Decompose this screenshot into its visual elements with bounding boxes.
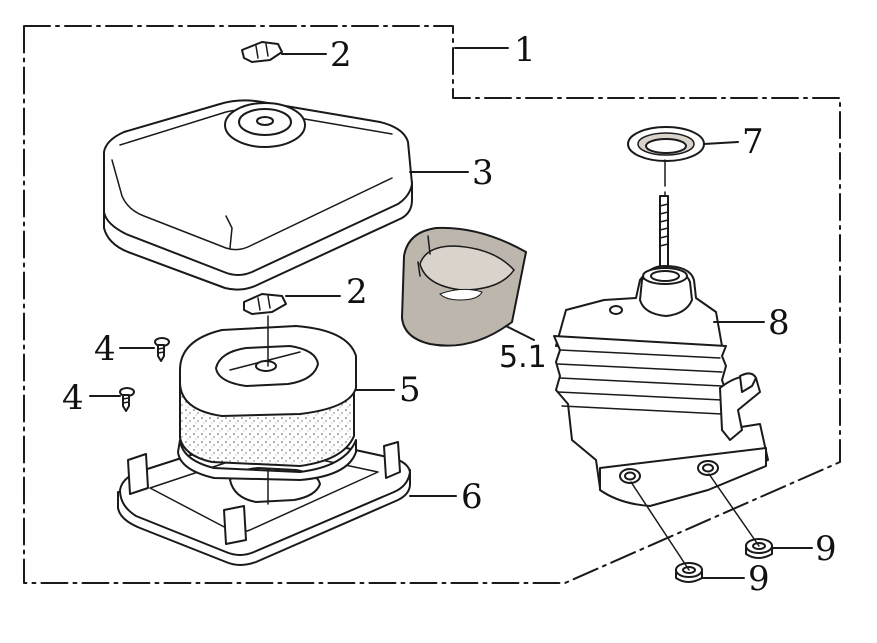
- label-5-1: 5.1: [499, 340, 547, 375]
- label-4-upper: 4: [94, 329, 116, 369]
- label-2-lower: 2: [346, 272, 368, 312]
- case-part: [553, 195, 769, 507]
- label-4-lower: 4: [62, 378, 84, 418]
- leader-lines: [89, 47, 813, 579]
- foam-pre-cleaner-part: [400, 226, 528, 347]
- leader-5-1: [505, 325, 535, 341]
- leader-7: [703, 141, 739, 145]
- assembly-center-lines: [267, 159, 760, 571]
- screw-upper-part: [154, 337, 170, 362]
- label-6: 6: [461, 477, 483, 517]
- label-5: 5: [399, 370, 421, 410]
- label-9-lower: 9: [748, 559, 770, 599]
- label-3: 3: [472, 153, 494, 193]
- nut-lower-part: [675, 562, 703, 583]
- label-8: 8: [768, 303, 790, 343]
- label-2-top: 2: [330, 35, 352, 75]
- cover-part: [103, 99, 413, 291]
- label-1: 1: [514, 30, 536, 70]
- nut-right-part: [745, 538, 773, 559]
- screw-lower-part: [119, 387, 135, 412]
- gasket-part: [627, 126, 705, 162]
- callout-labels: 1 2 3 2 4 4 5 5.1 6 7 8 9 9: [62, 30, 837, 599]
- clip-lower-part: [243, 293, 287, 315]
- label-7: 7: [742, 122, 764, 162]
- filter-element-part: [177, 325, 357, 481]
- assembly-boundary-frame: [23, 25, 841, 584]
- clip-top-part: [241, 41, 283, 63]
- label-9-right: 9: [815, 529, 837, 569]
